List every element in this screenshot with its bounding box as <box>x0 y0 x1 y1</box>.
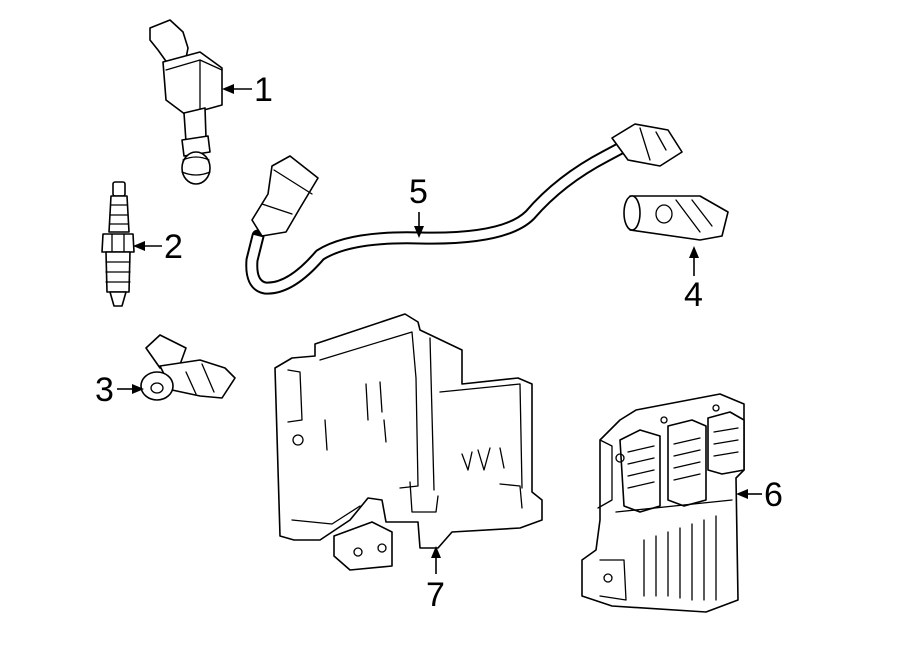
spark-plug[interactable] <box>101 181 135 307</box>
callout-4-label: 4 <box>684 276 703 314</box>
engine-control-module[interactable] <box>581 393 745 613</box>
callout-3: 3 <box>95 371 144 409</box>
wiring-harness[interactable] <box>245 123 683 295</box>
crankshaft-sensor[interactable] <box>140 334 236 401</box>
callout-5: 5 <box>409 173 428 238</box>
callout-1-label: 1 <box>254 71 273 109</box>
callout-4: 4 <box>684 246 703 314</box>
callout-6-label: 6 <box>764 476 783 514</box>
callout-3-label: 3 <box>95 371 114 409</box>
callout-7: 7 <box>426 546 445 614</box>
ecm-bracket[interactable] <box>274 313 543 571</box>
callout-6: 6 <box>736 476 783 514</box>
ignition-coil[interactable] <box>149 19 223 185</box>
camshaft-sensor[interactable] <box>623 195 729 241</box>
callout-7-label: 7 <box>426 576 445 614</box>
callout-2: 2 <box>133 228 183 266</box>
callout-5-label: 5 <box>409 173 428 211</box>
callout-2-label: 2 <box>164 228 183 266</box>
callout-1: 1 <box>222 71 273 109</box>
